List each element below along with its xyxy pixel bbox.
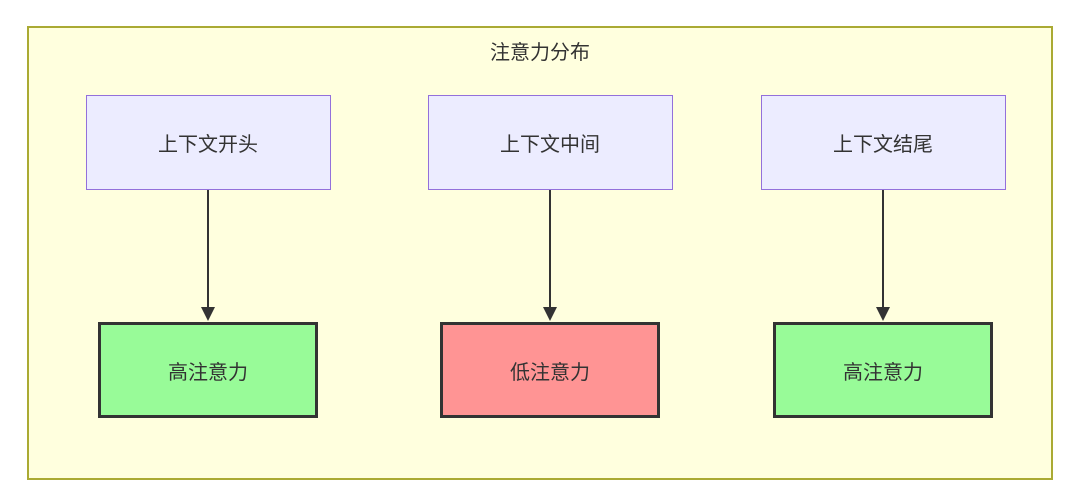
flow-column-context-start: 上下文开头 高注意力 (78, 95, 338, 418)
attention-distribution-container: 注意力分布 上下文开头 高注意力 上下文中间 低注意力 上下文结尾 (27, 26, 1053, 480)
node-attention-level-middle: 低注意力 (440, 322, 660, 418)
diagram-title: 注意力分布 (490, 42, 590, 64)
node-context-end: 上下文结尾 (760, 95, 1006, 190)
node-attention-level-start: 高注意力 (98, 322, 318, 418)
node-context-middle: 上下文中间 (427, 95, 673, 190)
flow-column-context-middle: 上下文中间 低注意力 (420, 95, 680, 418)
arrow-down-icon (201, 190, 215, 321)
node-context-start: 上下文开头 (85, 95, 331, 190)
flow-column-context-end: 上下文结尾 高注意力 (753, 95, 1013, 418)
node-attention-level-end: 高注意力 (773, 322, 993, 418)
arrow-down-icon (543, 190, 557, 321)
arrow-down-icon (876, 190, 890, 321)
